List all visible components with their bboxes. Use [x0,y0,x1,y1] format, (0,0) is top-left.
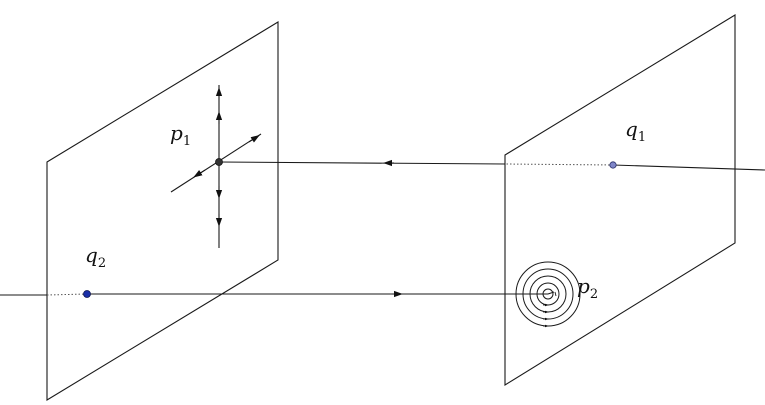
label-q2: q2 [85,243,106,271]
label-p1-base: p [170,121,183,145]
label-p1-sub: 1 [183,134,191,149]
trajectory-top-outer [612,164,765,171]
point-q2 [83,290,91,298]
label-q1: q1 [625,117,646,145]
trajectory-top-middle [218,161,506,165]
label-q2-base: q [85,243,98,267]
label-p2-sub: 2 [590,287,598,302]
saddle-arrow-diag-downleft [193,169,206,178]
label-p2-base: p [577,274,590,298]
point-q1 [609,161,617,169]
trajectory-bottom-hidden [46,293,88,296]
label-p2: p2 [577,274,598,302]
label-q2-sub: 2 [98,256,106,271]
label-p1: p1 [170,121,191,149]
left-plane [46,21,279,401]
label-q1-sub: 1 [638,130,646,145]
right-plane [504,14,736,386]
label-q1-base: q [625,117,638,141]
saddle-arrow-diag-upright [248,135,260,143]
trajectory-top-hidden [504,163,614,166]
point-p1 [215,158,223,166]
